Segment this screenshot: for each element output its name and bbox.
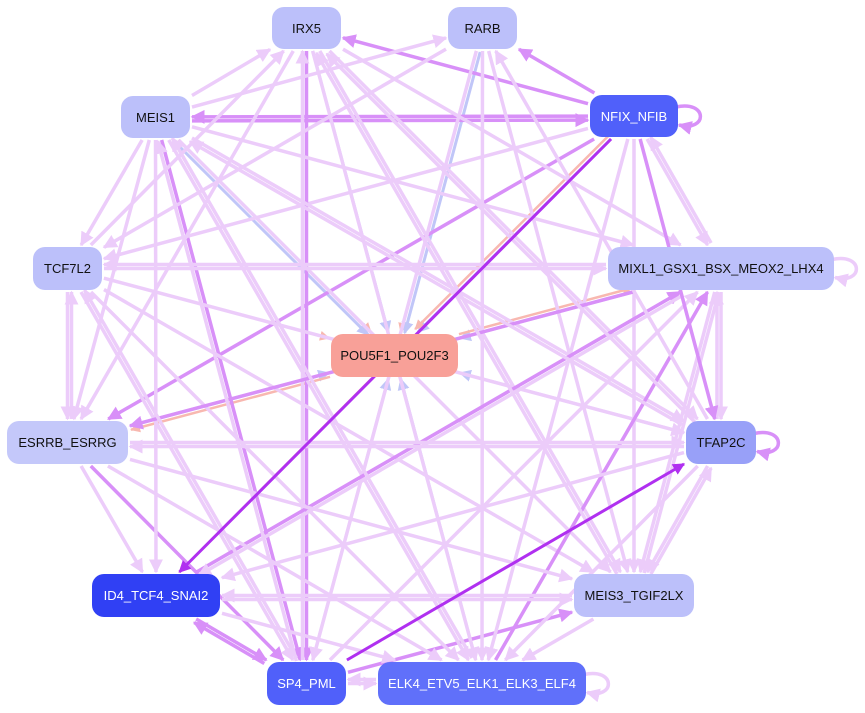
- edge-sp4-to-tcf7l2: [82, 288, 298, 659]
- edge-esrrb-to-id4: [79, 465, 144, 574]
- node-label: TFAP2C: [696, 435, 746, 450]
- edge-nfix-to-esrrb: [107, 137, 595, 421]
- edge-irx5-to-esrrb: [79, 50, 295, 421]
- edge-meis1-to-mixl1: [191, 125, 635, 249]
- node-label: MEIS3_TGIF2LX: [584, 588, 684, 603]
- node-sp4[interactable]: SP4_PML: [267, 662, 346, 705]
- node-label: NFIX_NFIB: [600, 108, 668, 124]
- node-id4[interactable]: ID4_TCF4_SNAI2: [92, 574, 220, 617]
- edge-id4-to-sp4: [195, 617, 268, 662]
- edge-meis1-to-irx5: [191, 48, 272, 97]
- node-tfap2c[interactable]: TFAP2C: [686, 421, 756, 464]
- edge-meis3-to-elk4: [521, 617, 595, 662]
- node-label: SP4_PML: [277, 676, 336, 691]
- edge-nfix-to-nfix: [675, 104, 703, 135]
- node-meis1[interactable]: MEIS1: [121, 96, 190, 138]
- node-label: MEIS1: [135, 109, 175, 125]
- node-meis3[interactable]: MEIS3_TGIF2LX: [574, 574, 694, 617]
- edge-esrrb-to-meis3: [129, 457, 574, 583]
- node-nfix[interactable]: NFIX_NFIB: [590, 95, 678, 137]
- edge-id4-to-mixl1: [195, 290, 682, 574]
- edge-sp4-to-meis1: [154, 139, 299, 662]
- edge-elk4-to-elk4: [583, 671, 611, 703]
- edge-mixl1-to-meis3: [636, 291, 717, 574]
- node-elk4[interactable]: ELK4_ETV5_ELK1_ELK3_ELF4: [378, 662, 586, 705]
- node-irx5[interactable]: IRX5: [272, 7, 341, 49]
- node-label: POU5F1_POU2F3: [340, 348, 449, 363]
- edge-mixl1-to-id4: [197, 293, 684, 577]
- edge-pou5f1-to-mixl1: [458, 285, 633, 336]
- edge-sp4-to-id4: [192, 620, 266, 665]
- node-label: ESRRB_ESRRG: [18, 435, 117, 450]
- edge-tfap2c-to-meis1: [188, 139, 683, 427]
- node-label: MIXL1_GSX1_BSX_MEOX2_LHX4: [618, 261, 824, 276]
- node-pou5f1[interactable]: POU5F1_POU2F3: [331, 334, 458, 377]
- edge-meis3-to-mixl1: [642, 291, 723, 574]
- edge-meis1-to-pou5f1: [174, 141, 370, 336]
- edge-meis1-to-rarb: [191, 34, 448, 109]
- edge-meis3-to-tfap2c: [649, 466, 713, 575]
- node-mixl1[interactable]: MIXL1_GSX1_BSX_MEOX2_LHX4: [608, 247, 834, 290]
- edge-tfap2c-to-id4: [220, 450, 685, 582]
- edge-tfap2c-to-tfap2c: [753, 430, 781, 462]
- edge-tfap2c-to-elk4: [504, 464, 699, 662]
- edge-meis3-to-irx5: [314, 51, 619, 575]
- edge-sp4-to-tfap2c: [346, 462, 686, 662]
- node-tcf7l2[interactable]: TCF7L2: [33, 247, 102, 290]
- edge-tcf7l2-to-irx5: [89, 49, 285, 247]
- edge-nfix-to-rarb: [517, 47, 596, 95]
- edge-elk4-to-meis1: [170, 136, 474, 659]
- node-esrrb[interactable]: ESRRB_ESRRG: [7, 421, 128, 464]
- edge-nfix-to-irx5: [341, 34, 589, 106]
- edge-tfap2c-to-meis3: [645, 465, 710, 574]
- node-label: IRX5: [292, 20, 321, 36]
- node-label: TCF7L2: [44, 261, 91, 276]
- edge-mixl1-to-nfix: [649, 135, 713, 244]
- node-label: ID4_TCF4_SNAI2: [103, 588, 209, 603]
- node-label: RARB: [464, 20, 501, 36]
- edge-meis1-to-tfap2c: [191, 136, 686, 423]
- edge-nfix-to-mixl1: [645, 138, 710, 247]
- edge-meis1-to-nfix: [192, 113, 590, 128]
- edge-tfap2c-to-rarb: [494, 49, 709, 420]
- node-rarb[interactable]: RARB: [448, 7, 517, 49]
- edge-irx5-to-mixl1: [342, 47, 682, 247]
- edge-id4-to-elk4: [221, 611, 397, 664]
- node-label: ELK4_ETV5_ELK1_ELK3_ELF4: [388, 676, 576, 691]
- edge-meis1-to-tcf7l2: [79, 139, 144, 247]
- edge-tcf7l2-to-meis3: [103, 288, 595, 574]
- edge-irx5-to-meis3: [318, 50, 622, 574]
- edge-mixl1-to-mixl1: [831, 256, 859, 288]
